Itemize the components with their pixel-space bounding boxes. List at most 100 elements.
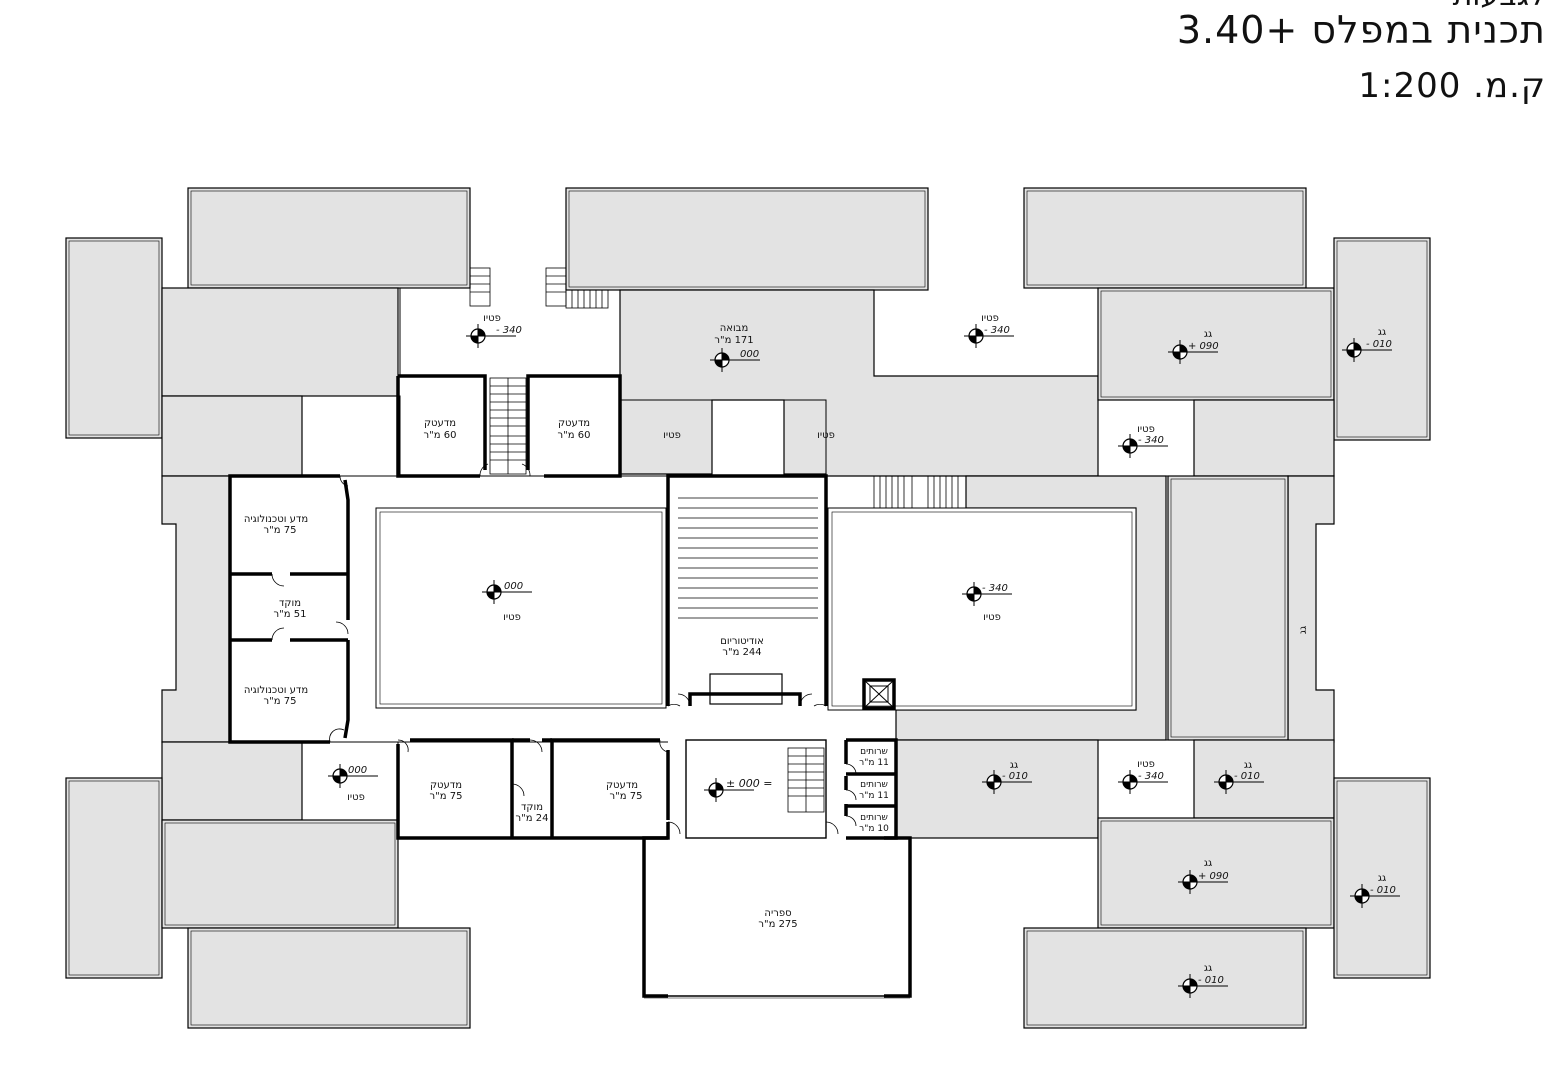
svg-text:גג: גג — [1378, 327, 1386, 338]
level-marker: גג - 010 — [1177, 963, 1229, 999]
room-name: שרותים — [860, 780, 888, 790]
roof-block — [1193, 399, 1335, 477]
door-swings — [271, 463, 857, 835]
plan-title: תכנית במפלס +3.40 — [1176, 8, 1546, 52]
svg-text:+ 090: + 090 — [1198, 871, 1229, 882]
roof-label: גג — [1298, 626, 1309, 634]
room-name: מבואה — [720, 323, 749, 334]
roof-block — [161, 287, 399, 397]
entrance-hall-roof — [619, 289, 1099, 477]
svg-text:- 010: - 010 — [1370, 885, 1396, 896]
svg-text:000: 000 — [504, 581, 523, 592]
level-marker: 000 פטיו — [327, 763, 379, 803]
room-name: אודיטוריום — [720, 636, 764, 647]
room-area: 244 מ"ר — [722, 647, 761, 658]
roof-block — [1193, 739, 1335, 819]
room-area: 75 מ"ר — [430, 791, 463, 802]
title-top-partial: לגבעות — [1453, 0, 1546, 13]
room-name: מדעטק — [606, 780, 638, 791]
roof-block — [161, 819, 399, 929]
east-spine-roof — [1287, 475, 1335, 743]
level-marker: ± 000 = — [703, 777, 772, 803]
level-marker: - 340 פטיו — [961, 581, 1013, 623]
roof-block — [161, 395, 303, 477]
level-marker: 000 פטיו — [481, 579, 533, 623]
svg-text:- 010: - 010 — [1198, 975, 1224, 986]
level-marker: פטיו - 340 — [465, 313, 522, 349]
svg-text:גג: גג — [1204, 963, 1212, 974]
courtyards — [375, 507, 1137, 711]
svg-text:גג: גג — [1204, 858, 1212, 869]
roof-block — [1333, 777, 1431, 979]
heavy-walls — [228, 374, 912, 998]
svg-text:- 010: - 010 — [1234, 771, 1260, 782]
svg-text:גג: גג — [1010, 760, 1018, 771]
roof-block — [565, 187, 929, 291]
level-marker: גג - 010 — [1213, 760, 1265, 795]
room-name: מדע וטכנולוגיה — [244, 685, 308, 696]
level-marker: פטיו - 340 — [1117, 759, 1169, 795]
svg-text:פטיו: פטיו — [983, 612, 1001, 623]
roof-block — [1097, 287, 1335, 401]
room-area: 60 מ"ר — [424, 430, 457, 441]
patio-label: פטיו — [663, 430, 681, 441]
svg-text:פטיו: פטיו — [1137, 759, 1155, 770]
room-name: מוקד — [521, 802, 543, 813]
room-area: 75 מ"ר — [610, 791, 643, 802]
svg-text:000: 000 — [348, 765, 367, 776]
svg-text:+ 090: + 090 — [1188, 341, 1219, 352]
level-marker: פטיו - 340 — [963, 313, 1015, 349]
svg-text:פטיו: פטיו — [981, 313, 999, 324]
room-area: 24 מ"ר — [516, 813, 549, 824]
svg-text:- 340: - 340 — [1138, 771, 1164, 782]
room-name: שרותים — [860, 747, 888, 757]
roof-inner-edges — [68, 190, 1428, 1026]
room-name: מדע וטכנולוגיה — [244, 514, 308, 525]
elevator-cross — [863, 679, 895, 709]
level-markers: פטיו - 340 000 פטיו - 340 גג + 090 גג - … — [327, 313, 1401, 999]
room-name: ספריה — [764, 908, 791, 919]
svg-text:- 340: - 340 — [984, 325, 1010, 336]
svg-text:- 340: - 340 — [1138, 435, 1164, 446]
svg-text:- 340: - 340 — [982, 583, 1008, 594]
room-name: מוקד — [279, 598, 301, 609]
courtyard-west — [375, 507, 667, 709]
room-area: 51 מ"ר — [274, 609, 307, 620]
svg-text:גג: גג — [1378, 873, 1386, 884]
room-name: שרותים — [860, 813, 888, 823]
roof-block — [187, 927, 471, 1029]
room-area: 10 מ"ר — [859, 824, 889, 834]
room-name: מדעטק — [424, 418, 456, 429]
roof-block — [65, 237, 163, 439]
svg-text:פטיו: פטיו — [347, 792, 365, 803]
svg-text:פטיו: פטיו — [1137, 424, 1155, 435]
svg-text:± 000 =: ± 000 = — [726, 777, 772, 790]
roof-block — [1097, 817, 1335, 929]
auditorium-seating — [678, 497, 818, 705]
plan-scale: ק.מ. 1:200 — [1358, 66, 1546, 106]
room-name: מדעטק — [430, 780, 462, 791]
svg-text:פטיו: פטיו — [483, 313, 501, 324]
room-area: 75 מ"ר — [264, 696, 297, 707]
level-marker: פטיו - 340 — [1117, 424, 1169, 459]
roof-block — [1167, 475, 1289, 741]
level-marker: גג - 010 — [1349, 873, 1401, 909]
roof-block — [1333, 237, 1431, 441]
lobby-outline — [644, 739, 910, 999]
patio-label: פטיו — [817, 430, 835, 441]
level-marker: גג - 010 — [1341, 327, 1393, 363]
level-marker: גג + 090 — [1177, 858, 1229, 895]
west-spine-roof — [161, 475, 231, 743]
svg-text:- 010: - 010 — [1002, 771, 1028, 782]
svg-text:פטיו: פטיו — [503, 612, 521, 623]
roof-block — [895, 739, 1099, 839]
stairs — [469, 267, 967, 813]
roof-block — [161, 741, 303, 821]
courtyard-east — [827, 507, 1137, 711]
svg-text:000: 000 — [740, 349, 759, 360]
level-marker: 000 — [709, 347, 761, 373]
roof-block — [187, 187, 471, 289]
room-area: 275 מ"ר — [758, 919, 797, 930]
roof-block — [65, 777, 163, 979]
